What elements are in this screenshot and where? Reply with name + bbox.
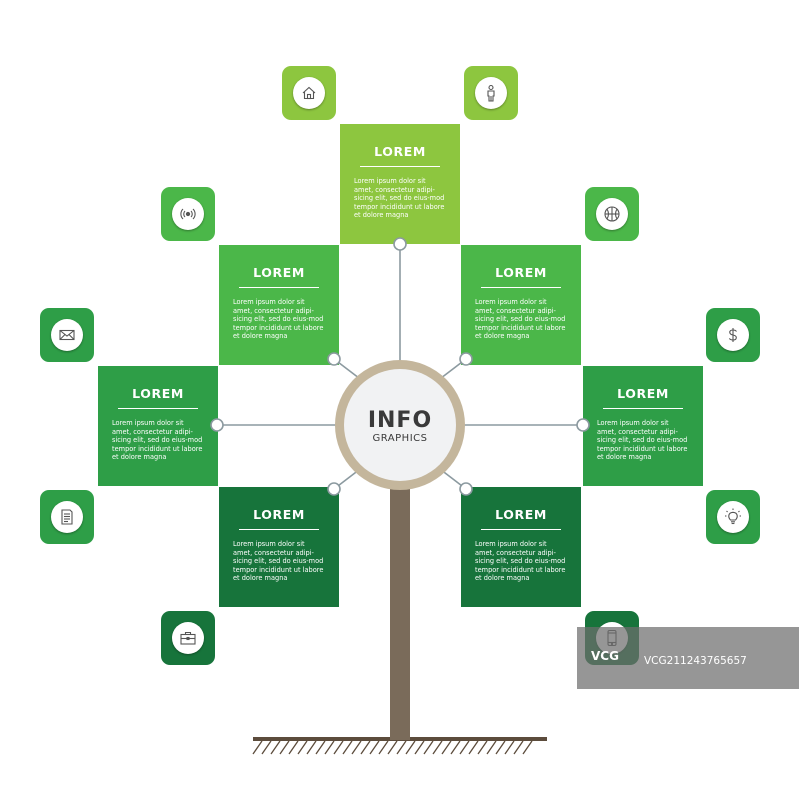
card-text: Lorem ipsum dolor sit amet, consectetur … bbox=[475, 298, 566, 341]
card-text: Lorem ipsum dolor sit amet, consectetur … bbox=[597, 419, 688, 462]
ground-hatch-mark bbox=[423, 740, 434, 755]
basketball-tile bbox=[585, 187, 639, 241]
card-divider bbox=[481, 529, 561, 530]
card-upper-right: LOREM Lorem ipsum dolor sit amet, consec… bbox=[461, 245, 581, 365]
tile-circle bbox=[596, 198, 628, 230]
card-title: LOREM bbox=[495, 507, 547, 522]
ground-hatch-mark bbox=[315, 740, 326, 755]
tile-circle bbox=[293, 77, 325, 109]
briefcase-icon bbox=[180, 631, 196, 645]
tile-circle bbox=[51, 501, 83, 533]
ground-hatch-mark bbox=[414, 740, 425, 755]
mail-tile bbox=[40, 308, 94, 362]
card-left: LOREM Lorem ipsum dolor sit amet, consec… bbox=[98, 366, 218, 486]
watermark-code: VCG21124376565​7 bbox=[644, 655, 747, 667]
ground-hatch-mark bbox=[297, 740, 308, 755]
ground-hatch-mark bbox=[261, 740, 272, 755]
card-lower-left: LOREM Lorem ipsum dolor sit amet, consec… bbox=[219, 487, 339, 607]
tile-circle bbox=[717, 501, 749, 533]
person-icon bbox=[487, 84, 495, 102]
dollar-icon bbox=[728, 328, 737, 342]
ground-hatch-mark bbox=[450, 740, 461, 755]
tile-circle bbox=[172, 622, 204, 654]
ground-hatch-mark bbox=[252, 740, 263, 755]
card-title: LOREM bbox=[495, 265, 547, 280]
ground-hatch-mark bbox=[279, 740, 290, 755]
ground-hatch-mark bbox=[333, 740, 344, 755]
ground-hatch-mark bbox=[522, 740, 533, 755]
card-text: Lorem ipsum dolor sit amet, consectetur … bbox=[475, 540, 566, 583]
card-title: LOREM bbox=[253, 507, 305, 522]
card-right: LOREM Lorem ipsum dolor sit amet, consec… bbox=[583, 366, 703, 486]
card-title: LOREM bbox=[253, 265, 305, 280]
ground-hatch-mark bbox=[513, 740, 524, 755]
ground-hatch-mark bbox=[504, 740, 515, 755]
ground-hatch-mark bbox=[459, 740, 470, 755]
ground-hatch-mark bbox=[468, 740, 479, 755]
center-disc bbox=[344, 369, 456, 481]
signal-icon bbox=[180, 208, 196, 220]
card-title: LOREM bbox=[132, 386, 184, 401]
ground-hatch bbox=[252, 740, 533, 755]
card-title: LOREM bbox=[374, 144, 426, 159]
card-text: Lorem ipsum dolor sit amet, consectetur … bbox=[112, 419, 203, 462]
ground-hatch-mark bbox=[396, 740, 407, 755]
mail-icon bbox=[59, 329, 75, 341]
card-divider bbox=[360, 166, 440, 167]
ground-hatch-mark bbox=[360, 740, 371, 755]
ground-hatch-mark bbox=[288, 740, 299, 755]
tree-stem bbox=[390, 480, 410, 740]
card-divider bbox=[603, 408, 683, 409]
ground-hatch-mark bbox=[405, 740, 416, 755]
home-icon bbox=[302, 86, 316, 100]
ground-hatch-mark bbox=[432, 740, 443, 755]
ground-hatch-mark bbox=[306, 740, 317, 755]
card-title: LOREM bbox=[617, 386, 669, 401]
document-icon bbox=[61, 509, 73, 525]
tile-circle bbox=[51, 319, 83, 351]
card-divider bbox=[239, 287, 319, 288]
ground-hatch-mark bbox=[369, 740, 380, 755]
card-upper-left: LOREM Lorem ipsum dolor sit amet, consec… bbox=[219, 245, 339, 365]
briefcase-tile bbox=[161, 611, 215, 665]
card-text: Lorem ipsum dolor sit amet, consectetur … bbox=[233, 298, 324, 341]
ground-hatch-mark bbox=[477, 740, 488, 755]
dollar-tile bbox=[706, 308, 760, 362]
card-divider bbox=[481, 287, 561, 288]
ground-hatch-mark bbox=[441, 740, 452, 755]
document-tile bbox=[40, 490, 94, 544]
ground-hatch-mark bbox=[378, 740, 389, 755]
card-divider bbox=[118, 408, 198, 409]
card-lower-right: LOREM Lorem ipsum dolor sit amet, consec… bbox=[461, 487, 581, 607]
ground-hatch-mark bbox=[351, 740, 362, 755]
card-text: Lorem ipsum dolor sit amet, consectetur … bbox=[354, 177, 445, 220]
tile-circle bbox=[172, 198, 204, 230]
card-text: Lorem ipsum dolor sit amet, consectetur … bbox=[233, 540, 324, 583]
tile-circle bbox=[475, 77, 507, 109]
person-tile bbox=[464, 66, 518, 120]
lightbulb-icon bbox=[725, 508, 741, 525]
lightbulb-tile bbox=[706, 490, 760, 544]
center-title: INFO bbox=[367, 408, 433, 433]
signal-tile bbox=[161, 187, 215, 241]
home-tile bbox=[282, 66, 336, 120]
ground-hatch-mark bbox=[324, 740, 335, 755]
ground-hatch-mark bbox=[342, 740, 353, 755]
ground-hatch-mark bbox=[270, 740, 281, 755]
watermark-band bbox=[577, 627, 799, 689]
basketball-icon bbox=[604, 206, 620, 222]
center-subtitle: GRAPHICS bbox=[372, 433, 428, 444]
ground-hatch-mark bbox=[387, 740, 398, 755]
center-label: INFO GRAPHICS bbox=[340, 400, 460, 444]
card-top: LOREM Lorem ipsum dolor sit amet, consec… bbox=[340, 124, 460, 244]
card-divider bbox=[239, 529, 319, 530]
ground-hatch-mark bbox=[495, 740, 506, 755]
ground-hatch-mark bbox=[486, 740, 497, 755]
tile-circle bbox=[717, 319, 749, 351]
watermark-logo: VCG bbox=[591, 649, 619, 663]
